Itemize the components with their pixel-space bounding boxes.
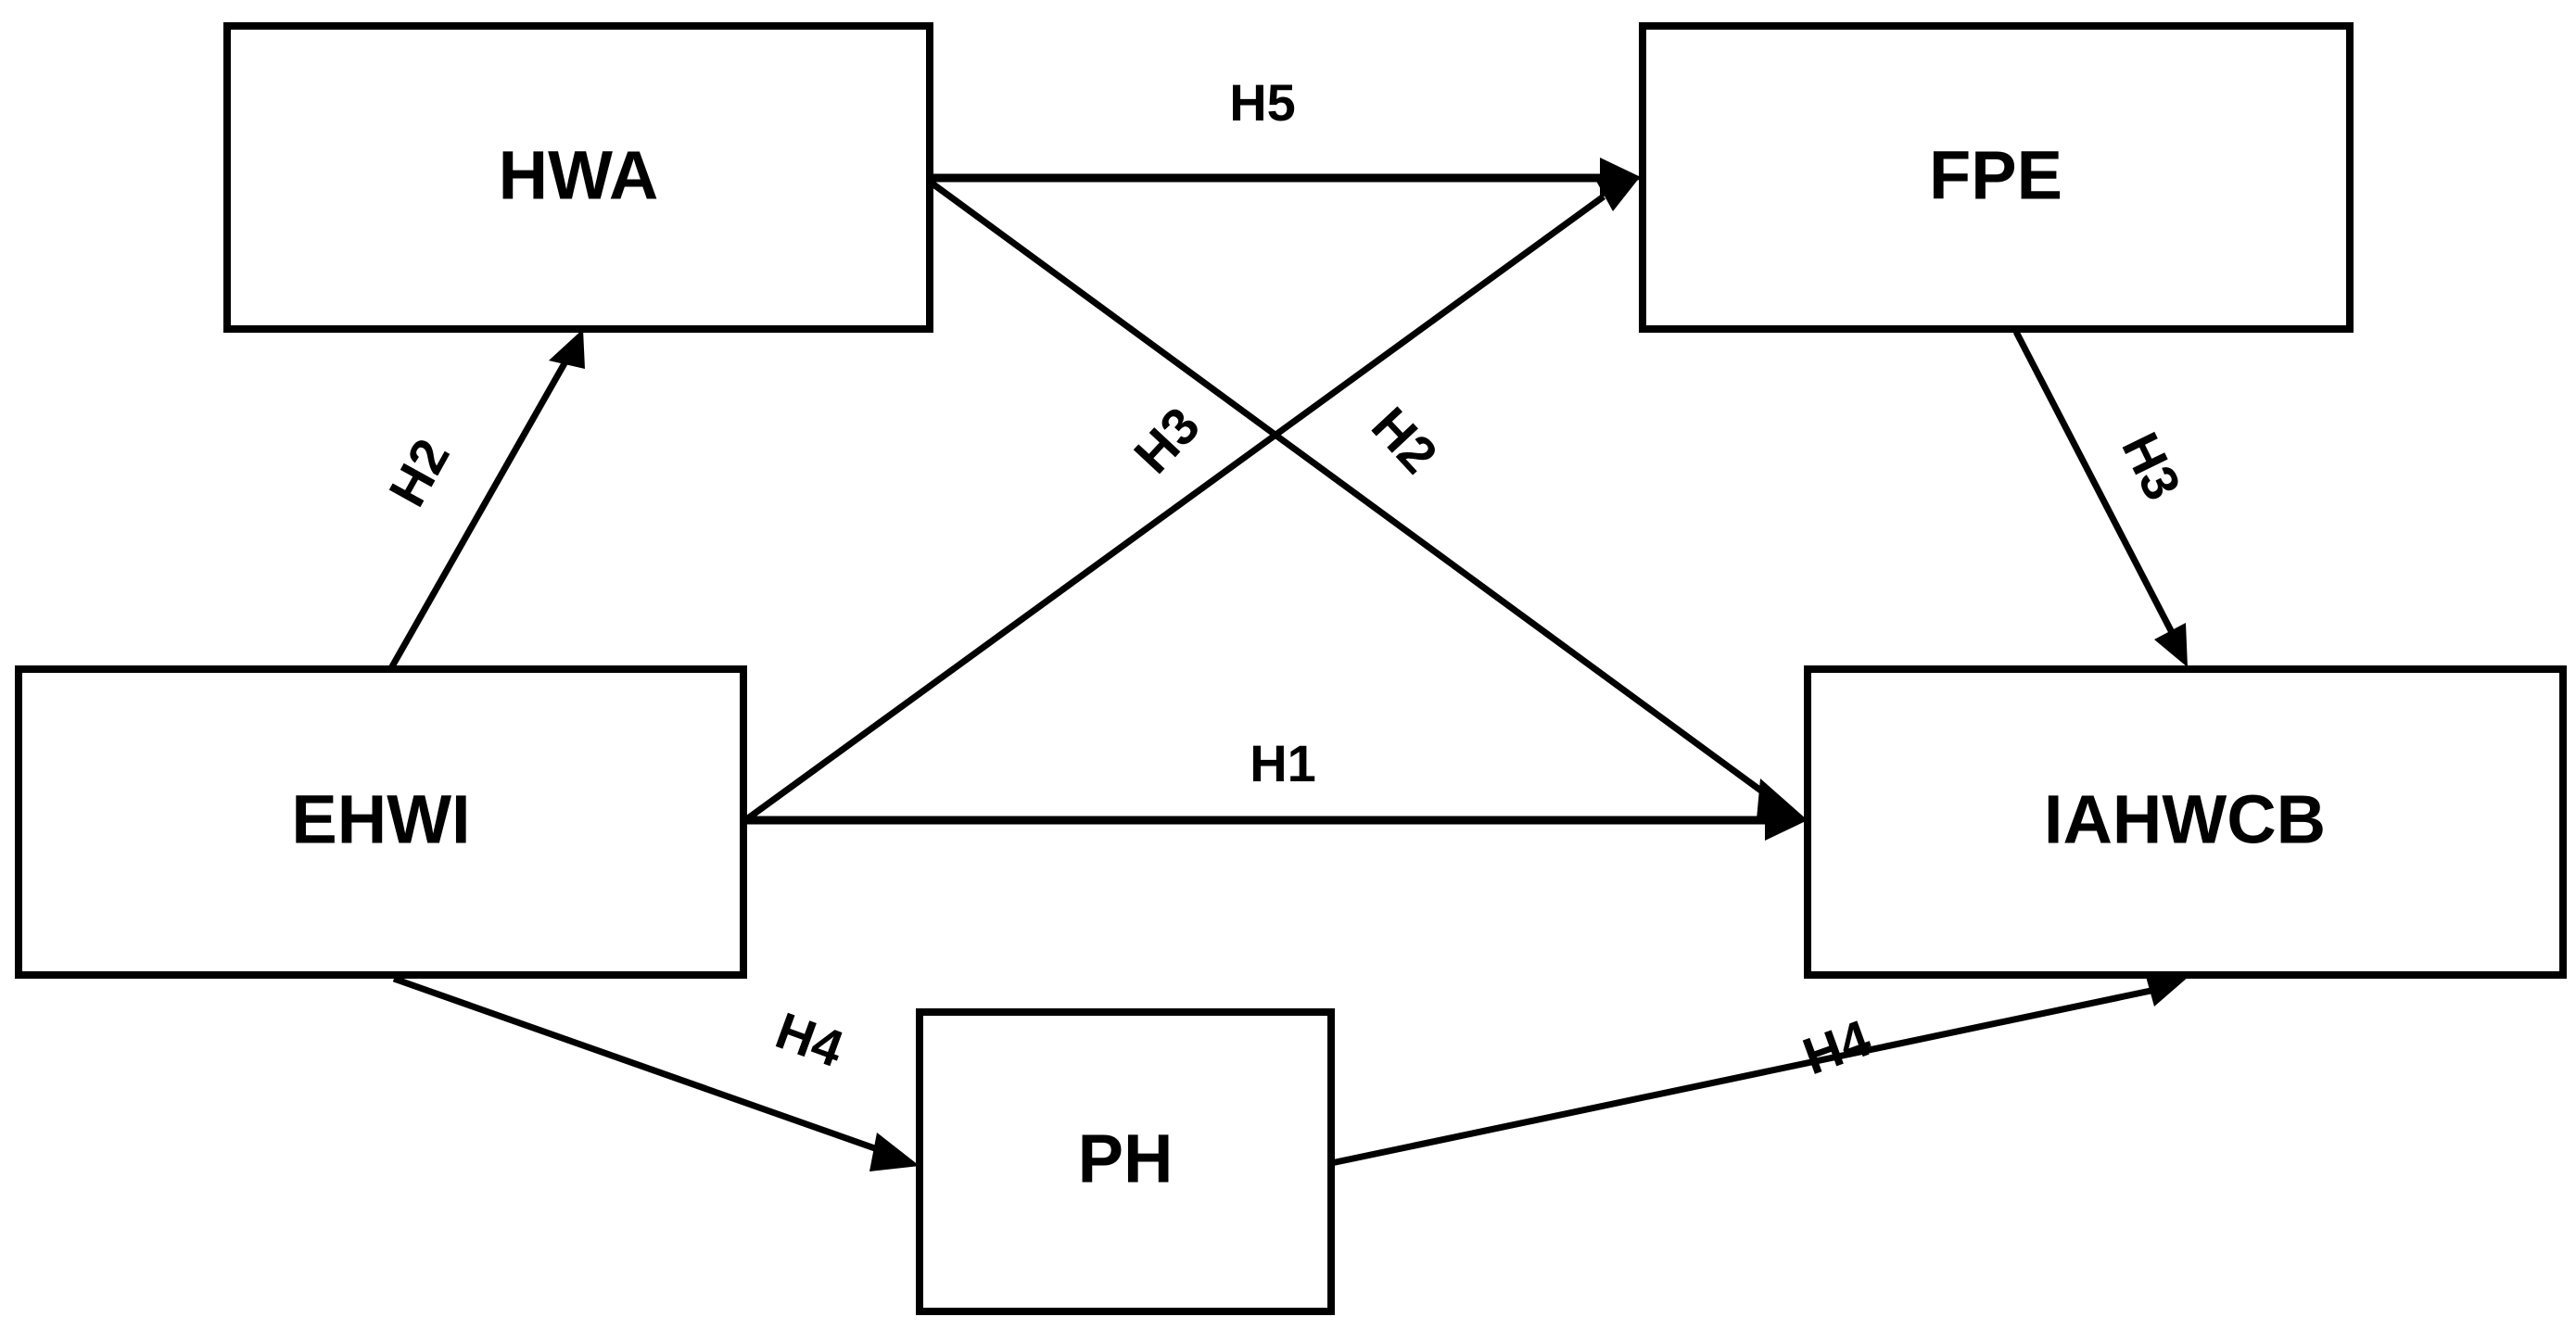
edge-label-h3-right: H3 bbox=[2111, 424, 2192, 509]
node-fpe[interactable]: FPE bbox=[1639, 22, 2354, 333]
edge-label-h4-right: H4 bbox=[1796, 1008, 1878, 1086]
node-box-hwa[interactable] bbox=[223, 22, 933, 333]
edge-label-h2-center: H2 bbox=[1361, 396, 1449, 484]
node-label-iahwcb: IAHWCB bbox=[2044, 781, 2326, 858]
edge-ph-to-iahwcb: H4 bbox=[1330, 967, 2189, 1167]
arrowhead-h4-left bbox=[869, 1133, 920, 1171]
node-ph[interactable]: PH bbox=[916, 1008, 1335, 1315]
arrowhead-h3-right bbox=[2154, 623, 2188, 667]
edge-fpe-to-iahwcb: H3 bbox=[2012, 330, 2192, 667]
arrowhead-h1 bbox=[1765, 800, 1808, 841]
edge-label-h5: H5 bbox=[1229, 73, 1296, 132]
edge-hwa-to-fpe: H5 bbox=[930, 73, 1643, 198]
edge-label-h1: H1 bbox=[1250, 734, 1316, 792]
edge-line-h2-center bbox=[927, 179, 1775, 802]
node-label-ph: PH bbox=[1078, 1120, 1174, 1197]
edge-label-h3-center: H3 bbox=[1123, 396, 1211, 484]
edge-ehwi-to-ph: H4 bbox=[392, 975, 920, 1171]
node-ehwi[interactable]: EHWI bbox=[15, 665, 747, 979]
edge-ehwi-to-hwa: H2 bbox=[377, 329, 585, 677]
node-box-iahwcb[interactable] bbox=[1804, 665, 2567, 979]
edge-label-h4-left: H4 bbox=[768, 1001, 851, 1079]
edge-line-h3-right bbox=[2012, 330, 2180, 643]
edge-label-h2-left: H2 bbox=[377, 429, 461, 515]
edge-line-h3-left bbox=[742, 194, 1606, 823]
arrowhead-h3-left bbox=[1593, 174, 1641, 211]
node-box-ph[interactable] bbox=[916, 1008, 1335, 1315]
node-box-ehwi[interactable] bbox=[15, 665, 747, 979]
edge-ehwi-to-iahwcb: H1 bbox=[745, 734, 1808, 841]
node-label-fpe: FPE bbox=[1929, 137, 2062, 214]
node-iahwcb[interactable]: IAHWCB bbox=[1804, 665, 2567, 979]
edge-line-h2-left bbox=[384, 348, 576, 677]
edge-line-h4-left bbox=[392, 975, 887, 1156]
edge-line-h4-right bbox=[1330, 986, 2156, 1167]
node-label-hwa: HWA bbox=[499, 137, 659, 214]
node-box-fpe[interactable] bbox=[1639, 22, 2354, 333]
node-hwa[interactable]: HWA bbox=[223, 22, 933, 333]
arrowhead-h2-left bbox=[549, 329, 585, 369]
node-label-ehwi: EHWI bbox=[291, 781, 470, 858]
